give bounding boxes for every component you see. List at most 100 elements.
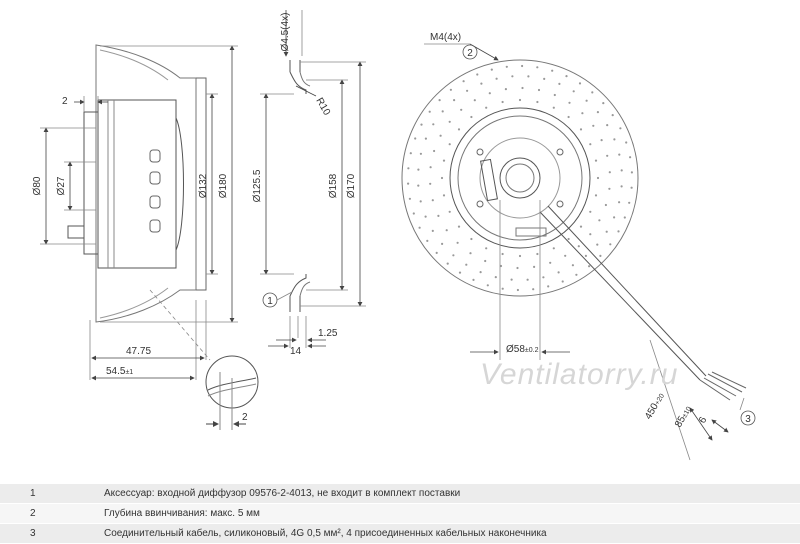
perforation-dot — [456, 241, 459, 244]
perforation-dot — [441, 242, 444, 245]
dim-width-125: 1.25 — [318, 328, 338, 339]
perforation-dot — [606, 154, 609, 157]
perforation-dot — [418, 226, 421, 229]
perforation-dot — [567, 237, 570, 241]
perforation-dot — [412, 212, 415, 215]
dim-cable-6: 6 — [697, 415, 710, 426]
perforation-dot — [585, 99, 588, 102]
perforation-dot — [469, 252, 472, 255]
perforation-dot — [521, 86, 524, 90]
perforation-dot — [424, 215, 427, 218]
perforation-dot — [575, 273, 578, 276]
perforation-dot — [453, 99, 456, 102]
perforation-dot — [449, 88, 452, 91]
perforation-dot — [620, 169, 623, 172]
perforation-dot — [596, 243, 599, 246]
perforation-dot — [439, 134, 442, 137]
dim-d58: Ø58±0.2 — [506, 344, 539, 355]
perforation-dot — [428, 110, 431, 113]
perforation-dot — [589, 233, 592, 236]
note-text: Аксессуар: входной диффузор 09576-2-4013… — [98, 484, 800, 504]
perforation-dot — [527, 75, 530, 78]
perforation-dot — [551, 69, 554, 72]
perforation-dot — [494, 276, 497, 279]
dim-width-545: 54.5±1 — [106, 366, 133, 377]
perforation-dot — [420, 123, 423, 126]
perforation-dot — [536, 252, 539, 256]
dim-radius: R10 — [313, 96, 332, 118]
fan-side-view — [67, 44, 207, 323]
perforation-dot — [437, 214, 440, 217]
perforation-dot — [518, 98, 522, 102]
dim-width-14: 14 — [290, 346, 302, 357]
perforation-dot — [625, 141, 628, 144]
perforation-dot — [611, 114, 614, 117]
perforation-dot — [495, 77, 498, 80]
perforation-dot — [426, 239, 429, 242]
perforation-dot — [572, 90, 575, 93]
perforation-dot — [553, 93, 556, 97]
perforation-dot — [588, 265, 591, 268]
perforation-dot — [470, 115, 473, 119]
dim-d158: Ø158 — [328, 173, 339, 198]
perforation-dot — [604, 203, 608, 207]
perforation-dot — [605, 230, 608, 233]
perforation-dot — [592, 124, 595, 127]
dim-width-4775: 47.75 — [126, 346, 151, 357]
perforation-dot — [501, 100, 504, 104]
perforation-dot — [542, 276, 545, 279]
perforation-dot — [473, 99, 476, 102]
perforation-dot — [564, 254, 567, 257]
perforation-dot — [598, 219, 601, 222]
perforation-dot — [409, 152, 412, 155]
perforation-dot — [424, 137, 427, 140]
perforation-dot — [442, 194, 446, 197]
perforation-dot — [518, 254, 522, 258]
perforation-dot — [448, 120, 451, 123]
perforation-dot — [480, 82, 483, 85]
perforation-dot — [584, 254, 588, 257]
perforation-dot — [618, 201, 621, 204]
perforation-dot — [536, 66, 539, 69]
dim-hole-diameter: Ø4.5(4x) — [280, 13, 291, 52]
perforation-dot — [440, 176, 444, 180]
perforation-dot — [606, 124, 609, 127]
perforation-dot — [448, 210, 451, 213]
perforation-dot — [561, 280, 564, 283]
perforation-dot — [578, 82, 582, 85]
perforation-dot — [602, 102, 605, 105]
perforation-dot — [516, 288, 520, 292]
perforation-dot — [608, 187, 611, 190]
perforation-dot — [462, 80, 465, 83]
perforation-dot — [490, 68, 493, 71]
perforation-dot — [419, 152, 422, 155]
perforation-dot — [445, 229, 448, 232]
perforation-dot — [623, 216, 626, 219]
perforation-dot — [448, 143, 451, 146]
perforation-dot — [438, 99, 441, 102]
perforation-dot — [618, 153, 621, 156]
perforation-dot — [594, 194, 598, 197]
perforation-dot — [568, 101, 571, 104]
dim-d27: Ø27 — [56, 176, 67, 195]
perforation-dot — [417, 184, 420, 187]
perforation-dot — [630, 171, 634, 174]
perforation-dot — [594, 159, 598, 162]
dim-cable-450: 450+20 — [643, 391, 667, 421]
dim-thread: M4(4x) — [430, 32, 461, 43]
perforation-dot — [599, 254, 602, 257]
perforation-dot — [484, 259, 487, 263]
perforation-dot — [504, 88, 507, 91]
perforation-dot — [408, 197, 411, 200]
perforation-dot — [431, 229, 434, 232]
dim-cable-85: 85±10 — [673, 404, 694, 429]
front-dimensions — [424, 43, 756, 461]
dim-d180: Ø180 — [218, 173, 229, 198]
perforation-dot — [533, 265, 536, 268]
perforation-dot — [581, 112, 584, 115]
perforation-dot — [543, 77, 546, 80]
perforation-dot — [429, 166, 432, 169]
perforation-dot — [457, 225, 461, 228]
